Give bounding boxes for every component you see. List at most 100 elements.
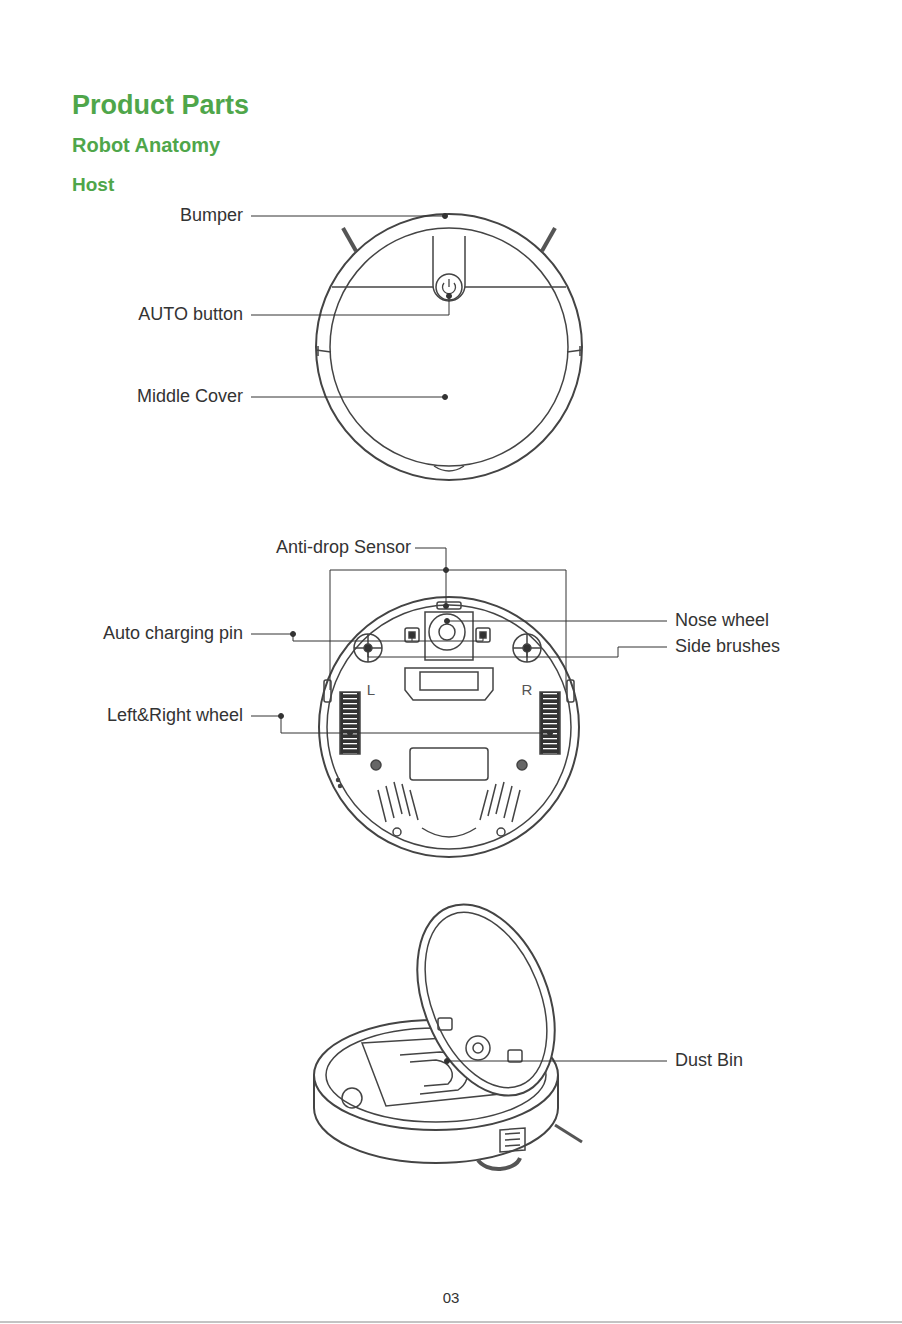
rect-part [508,1050,522,1062]
part-label: Dust Bin [675,1050,743,1072]
rect-part [420,672,478,690]
circle-part [443,214,448,219]
circle-part [481,633,486,638]
path-part [251,397,445,398]
line-part [343,228,356,251]
circle-part [354,634,382,662]
circle-part [548,731,553,736]
wheel-mark: L [367,681,375,699]
page-title: Product Parts [72,89,249,121]
circle-part [348,731,353,736]
rect-part [476,628,490,642]
circle-part [327,605,571,849]
circle-part [279,714,284,719]
circle-part [445,1059,450,1064]
path-part [446,570,447,606]
path-part [412,641,483,642]
path-part [368,647,667,657]
circle-part [337,779,340,782]
bottom-view [319,597,579,857]
circle-part [466,1036,490,1060]
part-label: Nose wheel [675,610,769,632]
circle-part [319,597,579,857]
circle-part [523,644,531,652]
path-part [251,634,412,641]
part-label: Side brushes [675,636,780,658]
subsection-heading: Host [72,174,114,197]
path-part [478,1158,520,1169]
path-part [316,350,582,352]
circle-part [364,644,372,652]
path-part [415,548,446,570]
part-label: AUTO button [138,304,243,326]
top-view [316,214,582,480]
circle-part [525,646,530,651]
circle-part [436,274,462,300]
rect-part [437,602,461,609]
circle-part [444,604,449,609]
circle-part [342,1088,362,1108]
page-rule [0,1322,902,1323]
rect-part [405,628,419,642]
circle-part [429,614,465,650]
path-part [434,466,464,471]
line-part [332,286,433,288]
path-part [330,570,566,690]
part-label: Auto charging pin [103,623,243,645]
path-part [513,634,541,662]
circle-part [497,828,505,836]
rect-part [410,748,488,780]
circle-part [291,632,296,637]
circle-part [410,633,415,638]
path-part [251,216,445,217]
path-part [422,828,476,837]
circle-part [339,785,342,788]
circle-part [443,395,448,400]
line-part [465,286,566,288]
path-part [318,346,580,356]
part-label: Bumper [180,205,243,227]
line-part [542,228,555,251]
rect-part [438,1018,452,1030]
part-label: Anti-drop Sensor [276,537,411,559]
path-part [378,782,418,822]
circle-part [439,624,455,640]
path-part [480,782,520,822]
path-part [354,634,382,662]
path-part [447,1061,667,1062]
line-part [555,1125,582,1142]
circle-part [513,634,541,662]
line-part [448,279,449,287]
path-part [433,236,465,301]
path-part [425,612,473,660]
circle-part [316,214,582,480]
rect-part [540,692,560,754]
circle-part [393,828,401,836]
section-heading: Robot Anatomy [72,133,220,157]
circle-part [445,619,450,624]
part-label: Middle Cover [137,386,243,408]
path-part [447,621,667,622]
rect-part [567,680,574,702]
open-lid-view [314,884,582,1169]
rect-part [340,692,360,754]
path-part [405,668,493,700]
circle-part [371,760,381,770]
rect-part [409,632,415,638]
circle-part [473,1043,483,1053]
path-part [500,1128,525,1152]
path-part [251,716,550,733]
circle-part [517,760,527,770]
path-part [410,1060,452,1086]
path-part [251,296,449,315]
circle-part [366,646,371,651]
part-label: Left&Right wheel [107,705,243,727]
rect-part [480,632,486,638]
circle-part [330,228,568,466]
circle-part [447,294,452,299]
page-number: 03 [443,1289,460,1307]
ellipse-part [401,894,570,1105]
ellipse-part [391,884,581,1116]
